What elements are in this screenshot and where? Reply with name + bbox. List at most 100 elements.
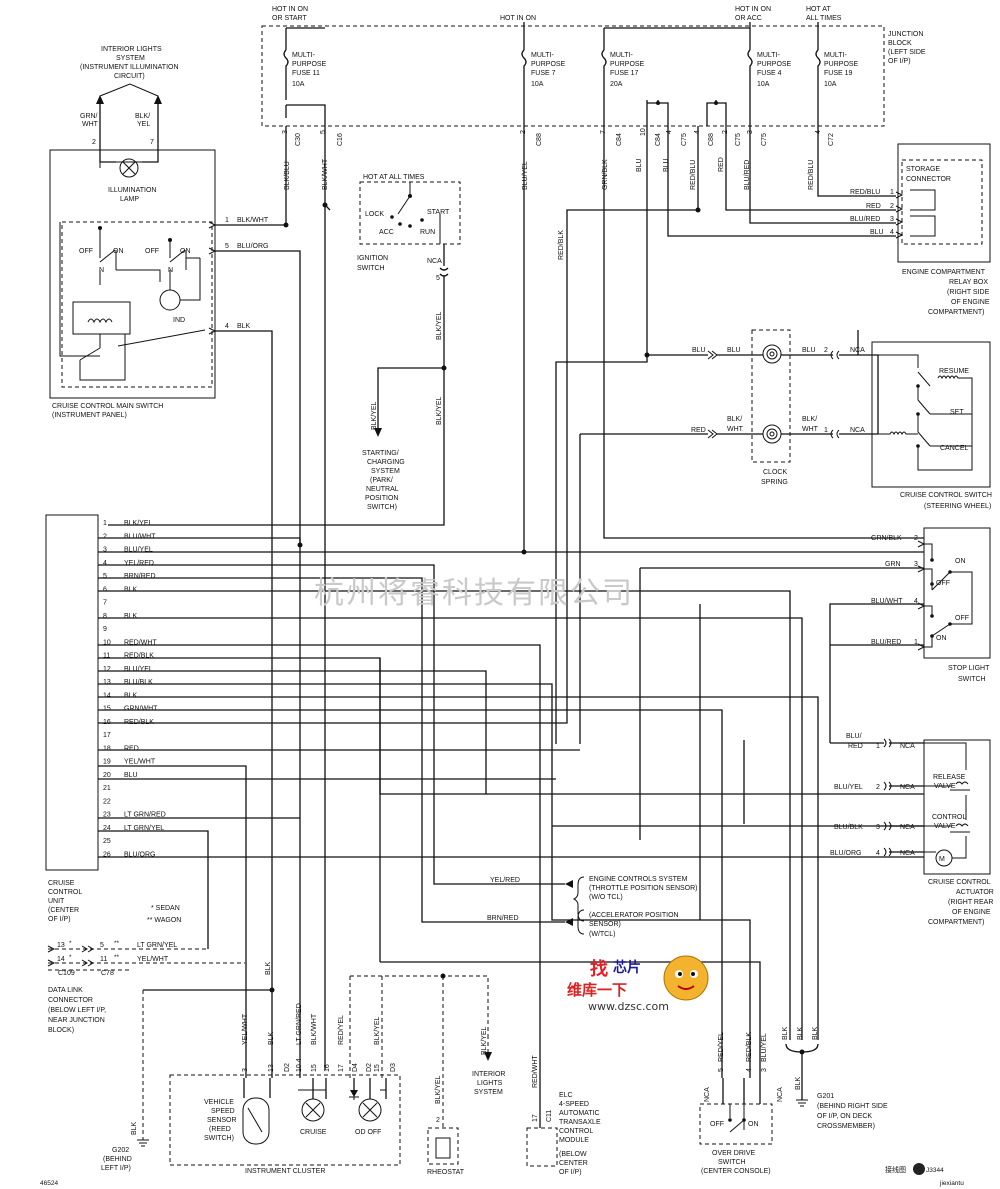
- svg-text:M: M: [939, 856, 945, 863]
- svg-text:RED: RED: [691, 427, 706, 434]
- ccu-pin-number: 20: [103, 772, 111, 779]
- cluster-pin-number: 17: [338, 1064, 345, 1072]
- svg-text:OVER DRIVE: OVER DRIVE: [712, 1150, 756, 1157]
- svg-text:10A: 10A: [531, 81, 544, 88]
- ccu-pin-number: 24: [103, 825, 111, 832]
- svg-text:找: 找: [590, 958, 608, 980]
- svg-text:17: 17: [532, 1114, 539, 1122]
- ccu-pin-wire: LT GRN/YEL: [124, 825, 164, 832]
- fuse-11: MULTI- PURPOSE FUSE 11 10A: [283, 49, 327, 100]
- svg-text:ENGINE CONTROLS SYSTEM: ENGINE CONTROLS SYSTEM: [589, 876, 688, 883]
- svg-text:(RIGHT REAR: (RIGHT REAR: [948, 899, 993, 906]
- svg-text:RED/BLU: RED/BLU: [850, 189, 880, 196]
- svg-text:5: 5: [100, 942, 104, 949]
- ccu-pin-wire: RED: [124, 745, 139, 752]
- svg-text:WHT: WHT: [727, 426, 744, 433]
- badge-icon: [913, 1163, 925, 1175]
- svg-text:(PARK/: (PARK/: [370, 477, 393, 484]
- svg-text:5: 5: [225, 243, 229, 250]
- ccu-pin-wire: BRN/RED: [124, 573, 156, 580]
- svg-text:(INSTRUMENT PANEL): (INSTRUMENT PANEL): [52, 412, 127, 419]
- svg-text:CONTROL: CONTROL: [932, 814, 966, 821]
- ccu-pin-number: 1: [103, 520, 107, 527]
- svg-text:4: 4: [890, 229, 894, 236]
- svg-text:C88: C88: [536, 133, 543, 146]
- ccu-pin-number: 7: [103, 600, 107, 607]
- svg-text:CONNECTOR: CONNECTOR: [48, 997, 93, 1004]
- svg-text:NCA: NCA: [777, 1087, 784, 1102]
- svg-text:OF I/P): OF I/P): [48, 916, 71, 923]
- ccu-pin-wire: LT GRN/RED: [124, 812, 166, 819]
- svg-text:(REED: (REED: [209, 1126, 231, 1133]
- svg-text:AUTOMATIC: AUTOMATIC: [559, 1110, 600, 1117]
- svg-text:C75: C75: [681, 133, 688, 146]
- svg-text:BLK/YEL: BLK/YEL: [481, 1026, 488, 1055]
- ccu-pin-number: 3: [103, 547, 107, 554]
- ccu-pin-wire: BLU/WHT: [124, 533, 156, 540]
- svg-text:10A: 10A: [757, 81, 770, 88]
- svg-text:OFF: OFF: [145, 248, 159, 255]
- svg-text:www.dzsc.com: www.dzsc.com: [588, 1000, 669, 1013]
- svg-text:2: 2: [824, 347, 828, 354]
- svg-text:2: 2: [436, 1117, 440, 1124]
- rheostat: BLK/YEL 2 RHEOSTAT BLK/YEL INTERIOR LIGH…: [349, 973, 505, 1176]
- fuse-19: MULTI- PURPOSE FUSE 19 10A: [815, 49, 859, 126]
- svg-text:TRANSAXLE: TRANSAXLE: [559, 1119, 601, 1126]
- cluster-pin-number: 16: [324, 1064, 331, 1072]
- svg-text:13: 13: [57, 942, 65, 949]
- svg-text:FUSE 7: FUSE 7: [531, 70, 556, 77]
- svg-text:ACTUATOR: ACTUATOR: [956, 889, 994, 896]
- ccu-pin-number: 4: [103, 560, 107, 567]
- svg-text:BLU/RED: BLU/RED: [871, 639, 901, 646]
- svg-text:IGNITION: IGNITION: [357, 255, 388, 262]
- ccu-pin-number: 11: [103, 653, 110, 660]
- svg-text:MULTI-: MULTI-: [610, 52, 633, 59]
- svg-text:BLK/YEL: BLK/YEL: [371, 401, 378, 430]
- svg-text:10: 10: [640, 128, 647, 136]
- svg-text:3: 3: [876, 824, 880, 831]
- wire-label-redblk: RED/BLK: [558, 230, 565, 260]
- jiexiantu-badge: 接线图: [885, 1165, 906, 1174]
- svg-text:C30: C30: [295, 133, 302, 146]
- svg-text:INSTRUMENT CLUSTER: INSTRUMENT CLUSTER: [245, 1168, 325, 1175]
- starting-charging-system: STARTING/ CHARGING SYSTEM (PARK/ NEUTRAL…: [362, 450, 405, 511]
- svg-text:NCA: NCA: [900, 824, 915, 831]
- svg-text:OFF: OFF: [79, 248, 93, 255]
- svg-text:C78: C78: [101, 970, 114, 977]
- svg-text:1: 1: [824, 427, 828, 434]
- svg-text:PURPOSE: PURPOSE: [610, 61, 645, 68]
- ccu-pin-number: 25: [103, 838, 111, 845]
- svg-text:COMPARTMENT): COMPARTMENT): [928, 309, 985, 316]
- svg-text:4: 4: [914, 598, 918, 605]
- ccu-pin-wire: BLU/YEL: [124, 666, 153, 673]
- ccu-pin-number: 23: [103, 812, 111, 819]
- hot-label-4b: ALL TIMES: [806, 15, 842, 22]
- svg-text:YEL/RED: YEL/RED: [490, 877, 520, 884]
- svg-text:BLK/WHT: BLK/WHT: [237, 217, 269, 224]
- cruise-main-switch: ILLUMINATION LAMP OFF ON OFF ON N N IND …: [49, 149, 269, 419]
- ccu-pin-wire: BLK: [124, 692, 138, 699]
- svg-text:CLOCK: CLOCK: [763, 469, 787, 476]
- dzsc-logo: 找 芯片 维库一下 www.dzsc.com: [567, 955, 709, 1013]
- hot-label-1a: HOT IN ON: [272, 6, 308, 13]
- svg-text:3: 3: [890, 216, 894, 223]
- svg-text:OF I/P): OF I/P): [559, 1169, 582, 1176]
- svg-text:1: 1: [876, 743, 880, 750]
- svg-text:OFF: OFF: [955, 615, 969, 622]
- svg-text:4-SPEED: 4-SPEED: [559, 1101, 589, 1108]
- svg-text:MULTI-: MULTI-: [757, 52, 780, 59]
- fuse-4: MULTI- PURPOSE FUSE 4 10A: [747, 49, 792, 126]
- svg-text:BLK: BLK: [797, 1026, 804, 1040]
- svg-text:N: N: [168, 267, 173, 274]
- engine-controls-system: YEL/RED BRN/RED ENGINE CONTROLS SYSTEM (…: [487, 876, 698, 938]
- ground-g201: BLK BLK BLK BLK G201 (BEHIND RIGHT SIDE …: [782, 1026, 888, 1130]
- svg-text:ILLUMINATION: ILLUMINATION: [108, 187, 157, 194]
- svg-text:C72: C72: [828, 133, 835, 146]
- svg-text:BLU/YEL: BLU/YEL: [522, 161, 529, 190]
- svg-text:11: 11: [100, 956, 107, 963]
- fuse-7: MULTI- PURPOSE FUSE 7 10A: [521, 49, 566, 126]
- svg-text:LT GRN/YEL: LT GRN/YEL: [137, 942, 177, 949]
- svg-text:INTERIOR LIGHTS: INTERIOR LIGHTS: [101, 46, 162, 53]
- svg-text:14: 14: [57, 956, 65, 963]
